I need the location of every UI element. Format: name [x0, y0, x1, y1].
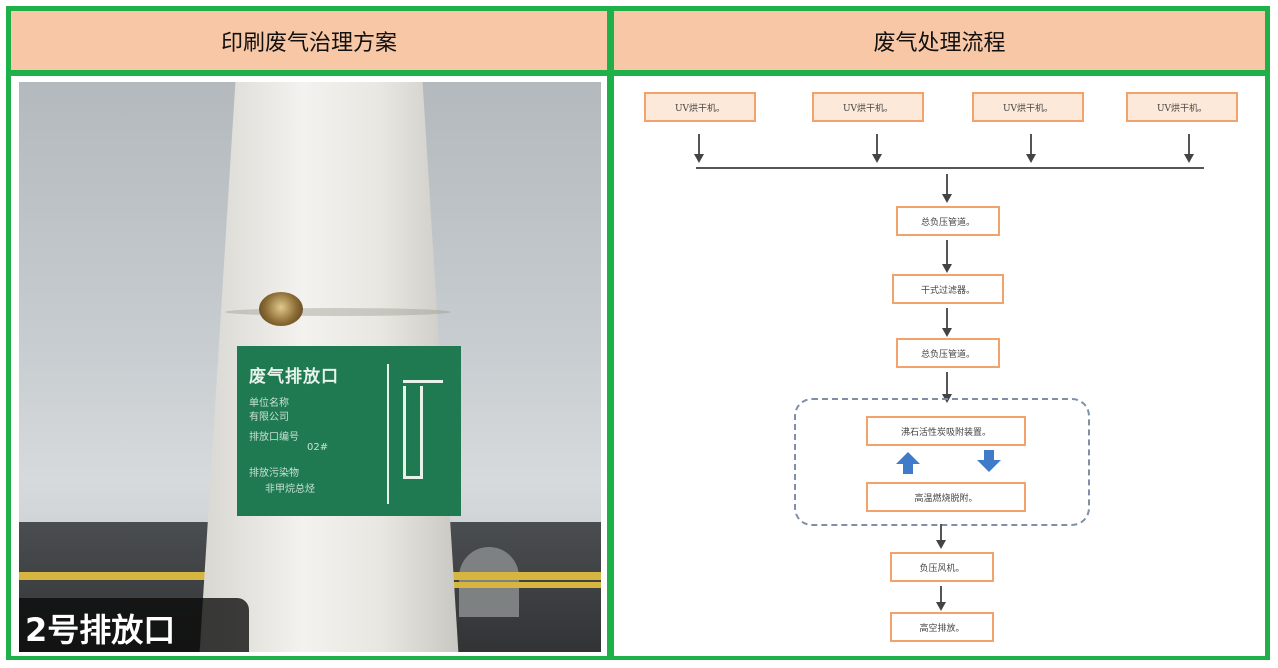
right-header-title: 废气处理流程 — [873, 30, 1006, 56]
yellow-railing-right — [449, 582, 601, 588]
connector-line — [946, 372, 948, 396]
regeneration-loop-frame — [794, 398, 1090, 526]
collector-bus-line — [696, 167, 1204, 169]
up-arrow-stem — [903, 464, 913, 474]
down-arrow-icon — [942, 264, 952, 273]
right-header: 废气处理流程 — [614, 11, 1265, 70]
sign-line: 排放污染物 — [249, 468, 299, 479]
left-header-title: 印刷废气治理方案 — [220, 30, 397, 56]
sign-line: 单位名称 — [249, 398, 289, 409]
flow-step-box: 负压风机。 — [890, 552, 994, 582]
blue-down-arrow-icon — [977, 460, 1001, 472]
connector-line — [1030, 134, 1032, 156]
down-arrow-icon — [936, 602, 946, 611]
uv-dryer-box: UV烘干机。 — [812, 92, 924, 122]
down-arrow-stem — [984, 450, 994, 460]
outlet-sign: 废气排放口 单位名称 有限公司 排放口编号 02# 排放污染物 非甲烷总烃 — [237, 346, 461, 516]
connector-line — [946, 240, 948, 266]
down-arrow-icon — [942, 328, 952, 337]
up-arrow-icon — [896, 452, 920, 464]
stack-seam — [225, 308, 451, 316]
sign-line: 非甲烷总烃 — [265, 484, 315, 495]
down-arrow-icon — [872, 154, 882, 163]
down-arrow-icon — [942, 194, 952, 203]
flow-step-box: 总负压管道。 — [896, 206, 1000, 236]
down-arrow-icon — [694, 154, 704, 163]
uv-dryer-box: UV烘干机。 — [972, 92, 1084, 122]
photo-caption: 2号排放口 — [19, 598, 249, 652]
flowchart-cell: UV烘干机。 UV烘干机。 UV烘干机。 UV烘干机。 总负压管道。 干式过滤器… — [614, 76, 1265, 656]
flow-step-box: 干式过滤器。 — [892, 274, 1004, 304]
connector-line — [940, 586, 942, 604]
sign-line: 有限公司 — [249, 412, 289, 423]
exhaust-stack-photo: 废气排放口 单位名称 有限公司 排放口编号 02# 排放污染物 非甲烷总烃 2号… — [19, 82, 601, 652]
connector-line — [876, 134, 878, 156]
connector-line — [946, 308, 948, 330]
sign-title: 废气排放口 — [249, 367, 339, 387]
left-header: 印刷废气治理方案 — [11, 11, 607, 70]
down-arrow-icon — [1184, 154, 1194, 163]
down-arrow-icon — [1026, 154, 1036, 163]
photo-cell: 废气排放口 单位名称 有限公司 排放口编号 02# 排放污染物 非甲烷总烃 2号… — [11, 76, 607, 656]
connector-line — [940, 524, 942, 542]
connector-line — [698, 134, 700, 156]
content-table: 印刷废气治理方案 废气处理流程 废气排放口 单位名称 有限公司 排放口编号 02… — [6, 6, 1270, 660]
down-arrow-icon — [936, 540, 946, 549]
connector-line — [946, 174, 948, 196]
uv-dryer-box: UV烘干机。 — [1126, 92, 1238, 122]
process-flowchart: UV烘干机。 UV烘干机。 UV烘干机。 UV烘干机。 总负压管道。 干式过滤器… — [614, 76, 1265, 656]
sign-line: 排放口编号 — [249, 432, 299, 443]
flow-step-box: 高温燃烧脱附。 — [866, 482, 1026, 512]
sign-line: 02# — [307, 442, 329, 453]
flow-step-box: 沸石活性炭吸附装置。 — [866, 416, 1026, 446]
connector-line — [1188, 134, 1190, 156]
sampling-port-icon — [259, 292, 303, 326]
flow-step-box: 高空排放。 — [890, 612, 994, 642]
stack-pictogram-icon — [387, 364, 447, 504]
flow-step-box: 总负压管道。 — [896, 338, 1000, 368]
uv-dryer-box: UV烘干机。 — [644, 92, 756, 122]
